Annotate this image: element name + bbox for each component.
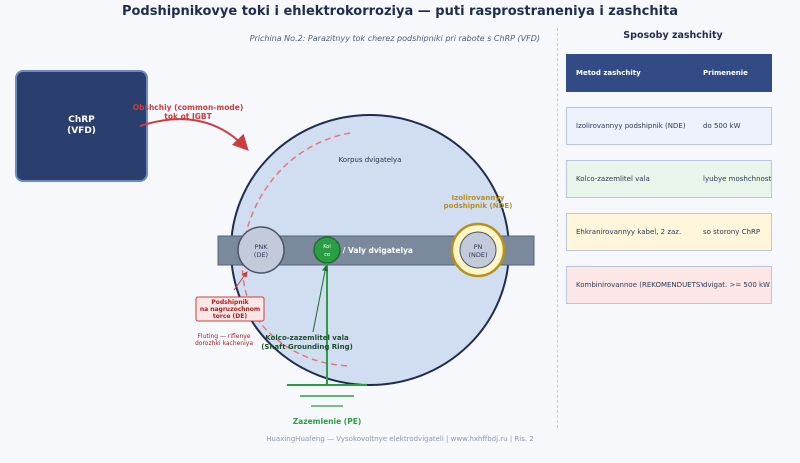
bearing-current-diagram: Obshchiy (common-mode) tok ot IGBT Korpu… [133,103,535,426]
row-use: so storony ChRP [703,228,761,236]
de-bearing [237,226,285,274]
vfd-sublabel: (VFD) [67,126,96,136]
de-bearing-sublabel: (DE) [254,251,268,259]
nde-bearing-sublabel: (NDE) [468,251,487,259]
row-method: Ehkranirovannyy kabel, 2 zaz. [576,228,682,236]
grounding-ring-small-label-2: co [324,252,330,258]
grounding-ring-pointer [312,265,328,333]
footer-caption: HuaxingHuafeng — Vysokovoltnye elektrodv… [266,435,534,443]
de-bearing-callout [195,296,265,322]
row-method: Izolirovannyy podshipnik (NDE) [576,122,686,130]
table-row: Kombinirovannoe (REKOMENDUETSYA) dvigat.… [566,266,772,304]
header-use: Primenenie [703,69,748,77]
common-mode-label: Obshchiy (common-mode) [133,103,244,112]
motor-body-label: Korpus dvigatelya [339,156,402,164]
de-bearing-pointer [233,271,248,291]
de-callout-line-1: Podshipnik [211,299,249,306]
row-method: Kombinirovannoe (REKOMENDUETSYA) [576,281,703,289]
table-row: Kolco-zazemlitel vala lyubye moshchnosti [566,160,772,198]
grounding-ring-label-2: (Shaft Grounding Ring) [261,343,353,351]
fluting-note: Fluting — riflenye [197,333,250,340]
insulated-bearing-label: Izolirovannyy [452,194,505,202]
grounding-ring-small-label: Kol [323,244,330,250]
nde-bearing-label: PN [474,243,483,251]
shaft-label: Val / Valy dvigatelya [327,246,413,255]
protection-methods-title: Sposoby zashchity [623,30,723,41]
insulated-bearing-label-2: podshipnik (NDE) [444,202,513,210]
common-mode-label-2: tok ot IGBT [164,112,212,121]
shaft-grounding-ring [313,236,341,264]
row-use: dvigat. >= 500 kW [703,281,770,289]
header-method: Metod zashchity [576,69,641,77]
nde-bearing [459,231,497,269]
common-mode-current-arrow [139,118,249,151]
fluting-note-2: dorozhki kacheniya [195,340,253,347]
row-method: Kolco-zazemlitel vala [576,175,650,183]
grounding-ring-label: Kolco-zazemlitel vala [265,334,349,342]
ground-label: Zazemlenie (PE) [293,417,362,426]
methods-table-header: Metod zashchity Primenenie [566,54,772,92]
vfd-block: ChRP (VFD) [15,70,148,182]
table-row: Izolirovannyy podshipnik (NDE) do 500 kW [566,107,772,145]
de-callout-line-3: torce (DE) [213,313,247,320]
table-row: Ehkranirovannyy kabel, 2 zaz. so storony… [566,213,772,251]
de-bearing-label: PNK [254,243,268,251]
de-callout-line-2: na nagruzochnom [200,306,260,313]
section-divider [557,28,558,428]
row-use: do 500 kW [703,122,741,130]
page-subtitle: Prichina No.2: Parazitnyy tok cherez pod… [249,34,540,43]
vfd-label: ChRP [68,115,95,125]
row-use: lyubye moshchnosti [703,175,771,183]
page-title: Podshipnikovye toki i ehlektrokorroziya … [121,4,679,19]
